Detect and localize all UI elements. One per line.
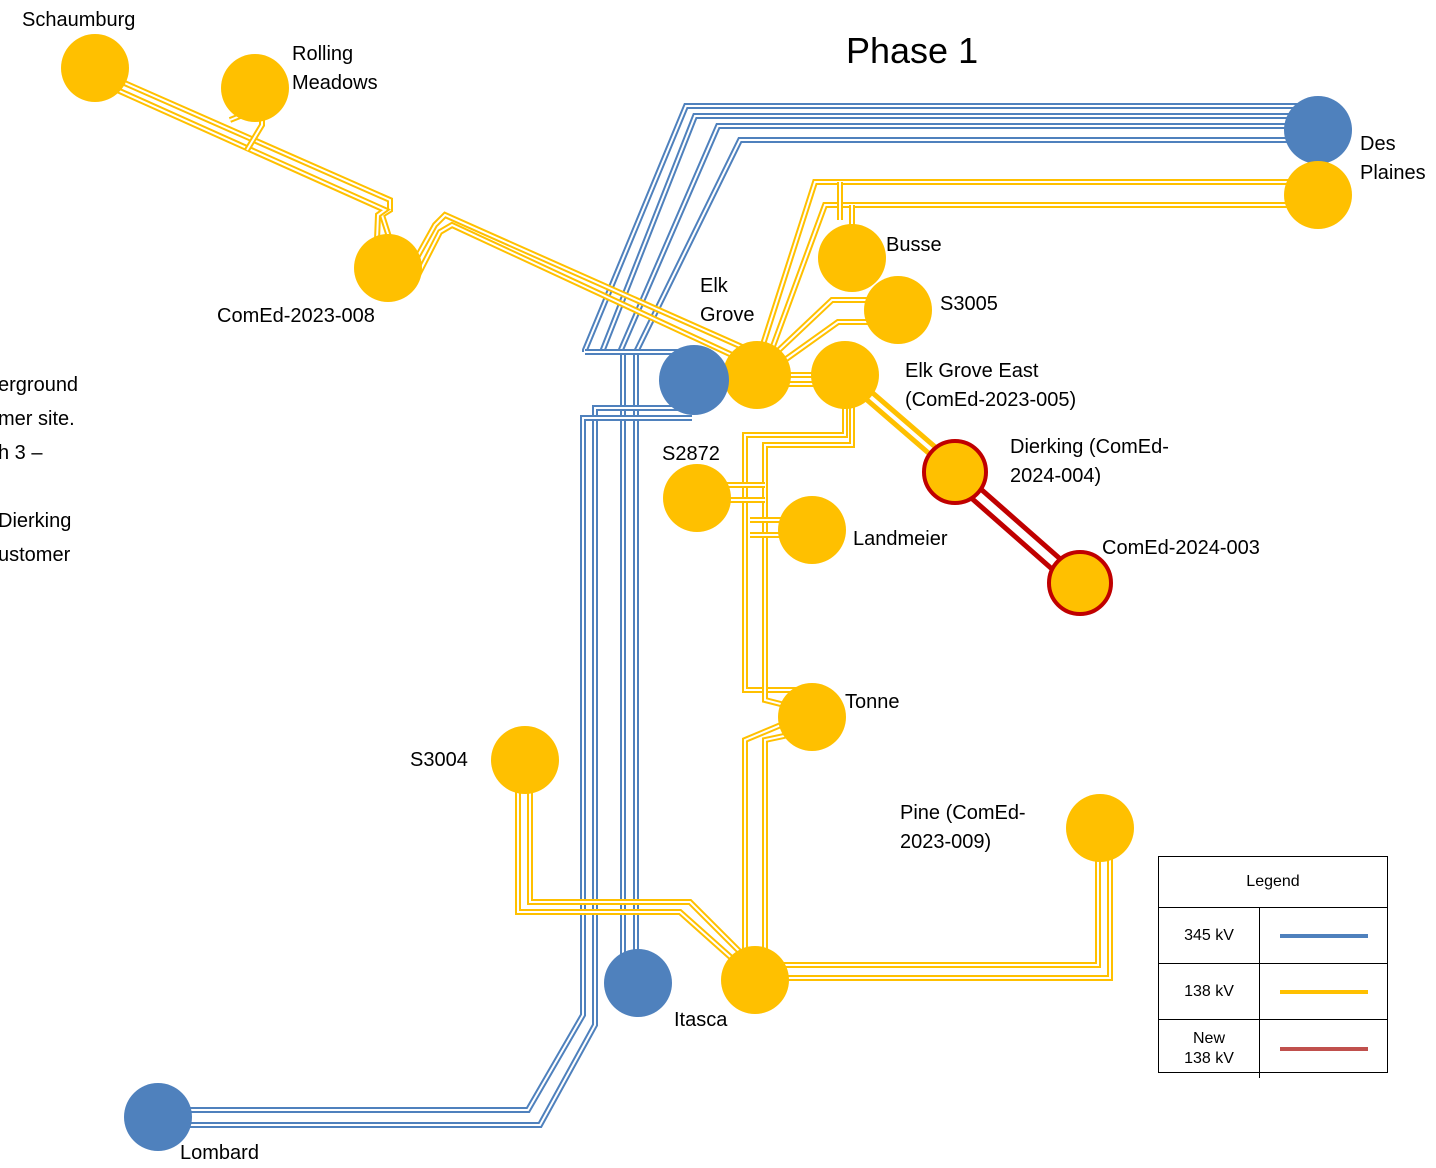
line-138-comed008-elkgrove-2-core bbox=[417, 223, 761, 369]
line-138-comed008-elkgrove-1-core bbox=[409, 213, 761, 356]
substation-des-plaines-138 bbox=[1284, 161, 1352, 229]
label-elk-grove: Elk Grove bbox=[700, 275, 755, 326]
line-138-elkgrove-desplaines-2-core bbox=[764, 204, 1318, 369]
line-345-elkgrove-lombard-1-core bbox=[158, 407, 692, 1126]
label-lombard: Lombard bbox=[180, 1142, 259, 1164]
legend: Legend 345 kV 138 kV New 138 kV bbox=[1158, 856, 1388, 1078]
line-138-tonne-itasca-1 bbox=[742, 709, 814, 975]
label-comed-2024-003: ComEd-2024-003 bbox=[1102, 537, 1260, 559]
label-elk-grove-east: Elk Grove East (ComEd-2023-005) bbox=[905, 360, 1077, 411]
substation-rolling-meadows bbox=[221, 54, 289, 122]
label-comed-2023-008: ComEd-2023-008 bbox=[217, 305, 375, 327]
substation-busse bbox=[818, 224, 886, 292]
label-schaumburg: Schaumburg bbox=[22, 9, 136, 31]
label-dierking: Dierking (ComEd- 2024-004) bbox=[1010, 436, 1169, 487]
legend-row-138kv: 138 kV bbox=[1159, 964, 1387, 1020]
diagram-title: Phase 1 bbox=[846, 30, 979, 71]
label-rolling-meadows: Rolling Meadows bbox=[292, 43, 378, 94]
label-pine: Pine (ComEd- 2023-009) bbox=[900, 802, 1026, 853]
substation-s3004 bbox=[491, 726, 559, 794]
legend-swatch-new-138kv bbox=[1279, 1047, 1368, 1051]
line-138-elkgrove-desplaines-1-core bbox=[757, 181, 1318, 361]
substation-dierking bbox=[922, 439, 988, 505]
substation-s2872 bbox=[663, 464, 731, 532]
legend-title: Legend bbox=[1159, 857, 1387, 908]
substation-itasca-138 bbox=[721, 946, 789, 1014]
label-landmeier: Landmeier bbox=[853, 528, 948, 550]
label-itasca: Itasca bbox=[674, 1009, 728, 1031]
substation-s3005 bbox=[864, 276, 932, 344]
legend-label-345kv: 345 kV bbox=[1159, 908, 1260, 963]
substation-comed-2023-008 bbox=[354, 234, 422, 302]
legend-row-345kv: 345 kV bbox=[1159, 908, 1387, 964]
label-s2872: S2872 bbox=[662, 443, 720, 465]
line-138-pine-itasca-1-core bbox=[755, 828, 1099, 966]
substation-elk-grove-345 bbox=[659, 345, 729, 415]
label-tonne: Tonne bbox=[845, 691, 900, 713]
legend-swatch-138kv bbox=[1279, 989, 1368, 994]
line-345-desplaines-elkgrove-4-core bbox=[635, 139, 1318, 353]
substation-landmeier bbox=[778, 496, 846, 564]
substation-tonne bbox=[778, 683, 846, 751]
substation-pine bbox=[1066, 794, 1134, 862]
line-138-tonne-itasca-2 bbox=[762, 727, 813, 975]
substation-elk-grove-east bbox=[811, 341, 879, 409]
legend-label-new-138kv: New 138 kV bbox=[1159, 1020, 1260, 1078]
label-des-plaines: Des Plaines bbox=[1360, 133, 1426, 184]
line-138-s3004-itasca-2 bbox=[527, 760, 761, 973]
legend-row-new-138kv: New 138 kV bbox=[1159, 1020, 1387, 1078]
substation-comed-2024-003 bbox=[1047, 550, 1113, 616]
line-345-elkgrove-lombard-2-core bbox=[158, 417, 692, 1111]
line-138-schaumburg-comed008-b-core bbox=[94, 79, 387, 241]
substation-lombard bbox=[124, 1083, 192, 1151]
legend-swatch-345kv bbox=[1279, 933, 1368, 938]
substation-schaumburg bbox=[61, 34, 129, 102]
side-note-text: erground mer site. h 3 – Dierking ustome… bbox=[0, 374, 79, 566]
legend-label-138kv: 138 kV bbox=[1159, 964, 1260, 1019]
line-138-s3004-itasca-1-core bbox=[517, 760, 746, 971]
substation-des-plaines-345 bbox=[1284, 96, 1352, 164]
line-138-pine-itasca-2-core bbox=[755, 828, 1111, 979]
line-138-tonne-itasca-1-core bbox=[744, 711, 813, 975]
line-345-desplaines-elkgrove-2-core bbox=[601, 115, 1318, 353]
line-138-tonne-itasca-2-core bbox=[764, 729, 813, 975]
label-busse: Busse bbox=[886, 234, 942, 256]
substation-elk-grove-138 bbox=[723, 341, 791, 409]
label-s3005: S3005 bbox=[940, 293, 998, 315]
label-s3004: S3004 bbox=[410, 749, 468, 771]
line-138-s3004-itasca-2-core bbox=[529, 760, 759, 971]
substation-itasca-345 bbox=[604, 949, 672, 1017]
